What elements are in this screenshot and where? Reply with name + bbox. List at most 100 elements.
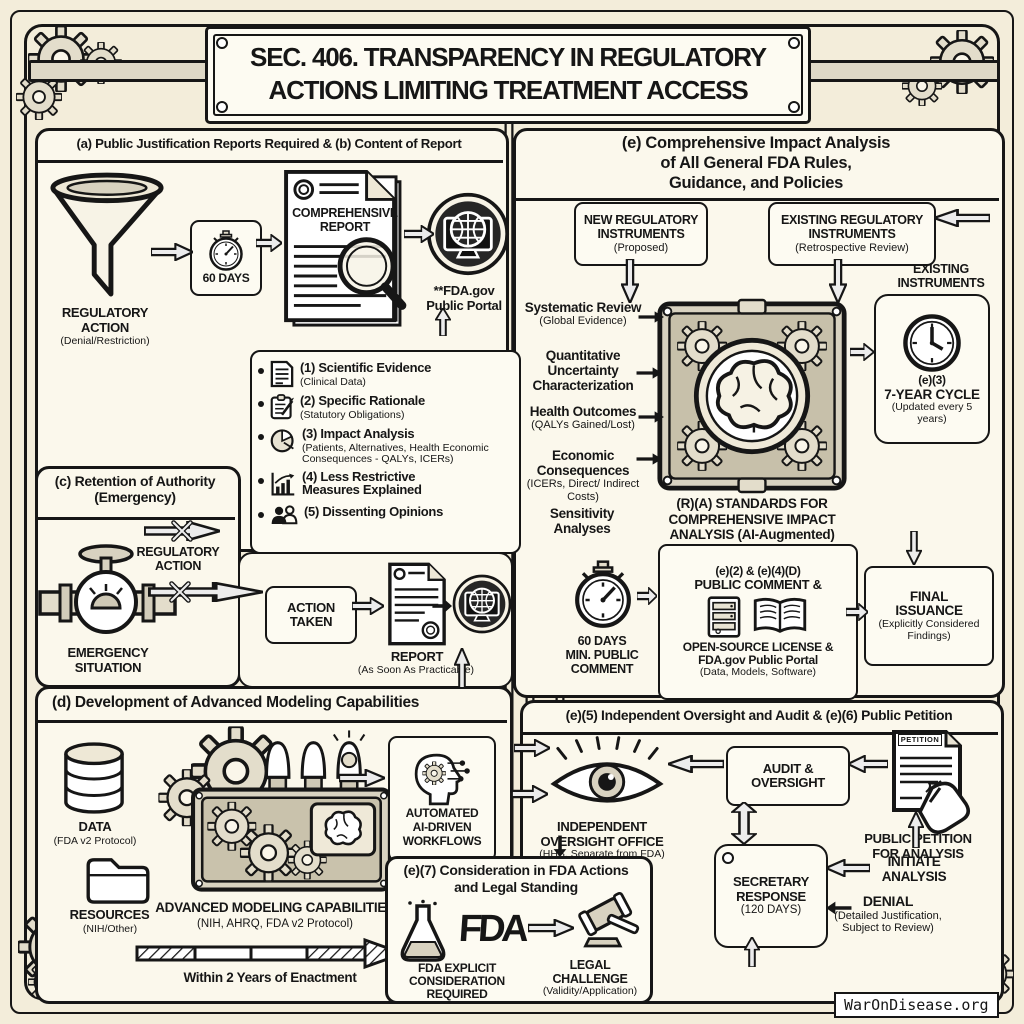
- cycle-sub: (Updated every 5 years): [891, 401, 973, 426]
- input-systematic-sub: (Global Evidence): [539, 315, 627, 328]
- public-comment-box: (e)(2) & (e)(4)(D) PUBLIC COMMENT & OPEN…: [658, 544, 858, 700]
- timeline-arrow: [135, 937, 408, 970]
- flow-arrow-up: [454, 648, 470, 688]
- resources-label: RESOURCES: [69, 907, 150, 922]
- existing-label1: EXISTING: [913, 262, 969, 276]
- new-instr-sub: (Proposed): [613, 241, 669, 254]
- sixty-days-label: 60 DAYS: [202, 271, 250, 286]
- fda-label3: REQUIRED: [426, 987, 488, 1002]
- comment-l2: FDA.gov Public Portal: [698, 652, 818, 667]
- item-sub: (Patients, Alternatives, Health Economic…: [302, 441, 489, 465]
- exist-instr-l2: INSTRUMENTS: [808, 226, 896, 241]
- petition-l2: FOR ANALYSIS: [872, 845, 964, 861]
- secretary-sub: (120 DAYS): [740, 903, 802, 916]
- flow-arrow-down: [829, 259, 847, 303]
- flow-arrow: [404, 225, 434, 243]
- x-mark-icon: [168, 580, 192, 604]
- double-arrow-vertical: [731, 802, 757, 844]
- regulatory-action-label: REGULATORY ACTION: [61, 305, 149, 335]
- blocked-arrow: [148, 582, 263, 602]
- denial-arrow-left: [826, 900, 852, 916]
- item-title: Dissenting Opinions: [322, 504, 444, 520]
- input-uncertainty-title: Quantitative Uncertainty Characterizatio…: [532, 348, 634, 394]
- open-book-icon: [753, 597, 807, 633]
- panel-c-retention-authority: [35, 466, 241, 688]
- comment-timer2: MIN. PUBLIC: [565, 648, 639, 662]
- petition-document-icon: [892, 730, 970, 834]
- data-label: DATA: [78, 819, 112, 834]
- page-title-line1: SEC. 406. TRANSPARENCY IN REGULATORY: [250, 42, 767, 72]
- sixty-days-box: 60 DAYS: [190, 220, 262, 296]
- audit-oversight-box: AUDIT & OVERSIGHT: [726, 746, 850, 806]
- new-instr-l1: NEW REGULATORY: [583, 213, 699, 228]
- x-mark-icon: [170, 519, 194, 543]
- input-systematic-title: Systematic Review: [524, 300, 642, 315]
- folder-icon: [86, 858, 150, 904]
- item-num: (4): [302, 468, 317, 484]
- panel-e7-header1: (e)(7) Consideration in FDA Actions: [403, 862, 629, 878]
- initiate-l2: ANALYSIS: [881, 869, 947, 885]
- standards-caption2: COMPREHENSIVE IMPACT: [668, 511, 836, 527]
- flask-icon: [400, 899, 446, 962]
- comprehensive-report-label2: REPORT: [319, 220, 371, 234]
- flow-arrow: [514, 739, 550, 757]
- comment-code: (e)(2) & (e)(4)(D): [715, 564, 801, 579]
- modeling-machine-illustration: [158, 726, 392, 892]
- input-economic-sub: (ICERs, Direct/ Indirect Costs): [526, 478, 640, 503]
- legal-title: LEGAL CHALLENGE: [552, 958, 628, 986]
- panel-c-header: (c) Retention of Authority (Emergency): [54, 473, 216, 505]
- watermark: WarOnDisease.org: [834, 992, 999, 1018]
- comment-timer3: COMMENT: [570, 662, 634, 676]
- item-num: (3): [302, 426, 317, 441]
- flow-arrow: [432, 598, 452, 614]
- data-sub: (FDA v2 Protocol): [53, 835, 137, 847]
- item-num: (5): [304, 504, 319, 520]
- input-health-sub: (QALYs Gained/Lost): [531, 419, 635, 432]
- report-doc-icon: [388, 562, 446, 646]
- exist-instr-l1: EXISTING REGULATORY: [781, 213, 923, 228]
- flow-arrow-up: [435, 308, 451, 336]
- existing-label2: INSTRUMENTS: [897, 276, 985, 290]
- item-title: Less Restrictive Measures Explained: [302, 468, 422, 498]
- standards-caption1: (R)(A) STANDARDS FOR: [676, 496, 828, 511]
- portal-label2: Public Portal: [426, 297, 502, 313]
- people-icon: [271, 505, 298, 525]
- seven-year-cycle-box: (e)(3) 7-YEAR CYCLE (Updated every 5 yea…: [874, 294, 990, 444]
- emergency-valve-icon: [38, 544, 177, 634]
- clipboard-pencil-icon: [270, 394, 294, 420]
- list-item: (5) Dissenting Opinions: [258, 504, 513, 526]
- title-shaft: [800, 60, 1000, 82]
- cycle-title: 7-YEAR CYCLE: [884, 386, 980, 402]
- panel-e-header3: Guidance, and Policies: [668, 173, 844, 192]
- portal-globe-icon: [452, 574, 512, 634]
- action-taken-label: ACTION TAKEN: [286, 599, 336, 629]
- clock-icon: [903, 314, 961, 373]
- document-lines-icon: [270, 360, 294, 388]
- comment-timer1: 60 DAYS: [577, 634, 627, 648]
- fda-label2: CONSIDERATION: [409, 974, 505, 989]
- flow-arrow-left: [848, 755, 888, 773]
- list-item: (2) Specific Rationale(Statutory Obligat…: [258, 393, 513, 421]
- flow-arrow-up: [744, 937, 760, 967]
- input-economic-title: Economic Consequences: [536, 448, 630, 479]
- title-shaft: [28, 60, 214, 82]
- flow-arrow-left: [934, 209, 990, 227]
- title-banner: SEC. 406. TRANSPARENCY IN REGULATORY ACT…: [205, 26, 811, 124]
- audit-l2: OVERSIGHT: [751, 775, 825, 790]
- list-item: (3) Impact Analysis(Patients, Alternativ…: [258, 426, 513, 465]
- final-issuance-box: FINAL ISSUANCE (Explicitly Considered Fi…: [864, 566, 994, 666]
- comment-title: PUBLIC COMMENT &: [694, 577, 822, 593]
- report-sub: (As Soon As Practicable): [357, 664, 475, 676]
- oversight-eye-icon: [550, 736, 664, 803]
- modeling-label: ADVANCED MODELING CAPABILITIES: [155, 900, 395, 915]
- final-l2: ISSUANCE: [895, 603, 963, 619]
- cycle-code: (e)(3): [918, 373, 946, 388]
- emergency-situation-label: EMERGENCY SITUATION: [67, 645, 149, 675]
- fda-portal-icon: [426, 192, 510, 276]
- report-content-list: (1) Scientific Evidence(Clinical Data) (…: [250, 350, 521, 554]
- item-sub: (Clinical Data): [300, 375, 366, 388]
- new-instr-l2: INSTRUMENTS: [597, 226, 685, 241]
- flow-arrow: [339, 769, 385, 787]
- item-sub: (Statutory Obligations): [300, 408, 405, 421]
- list-item: (4) Less Restrictive Measures Explained: [258, 470, 513, 499]
